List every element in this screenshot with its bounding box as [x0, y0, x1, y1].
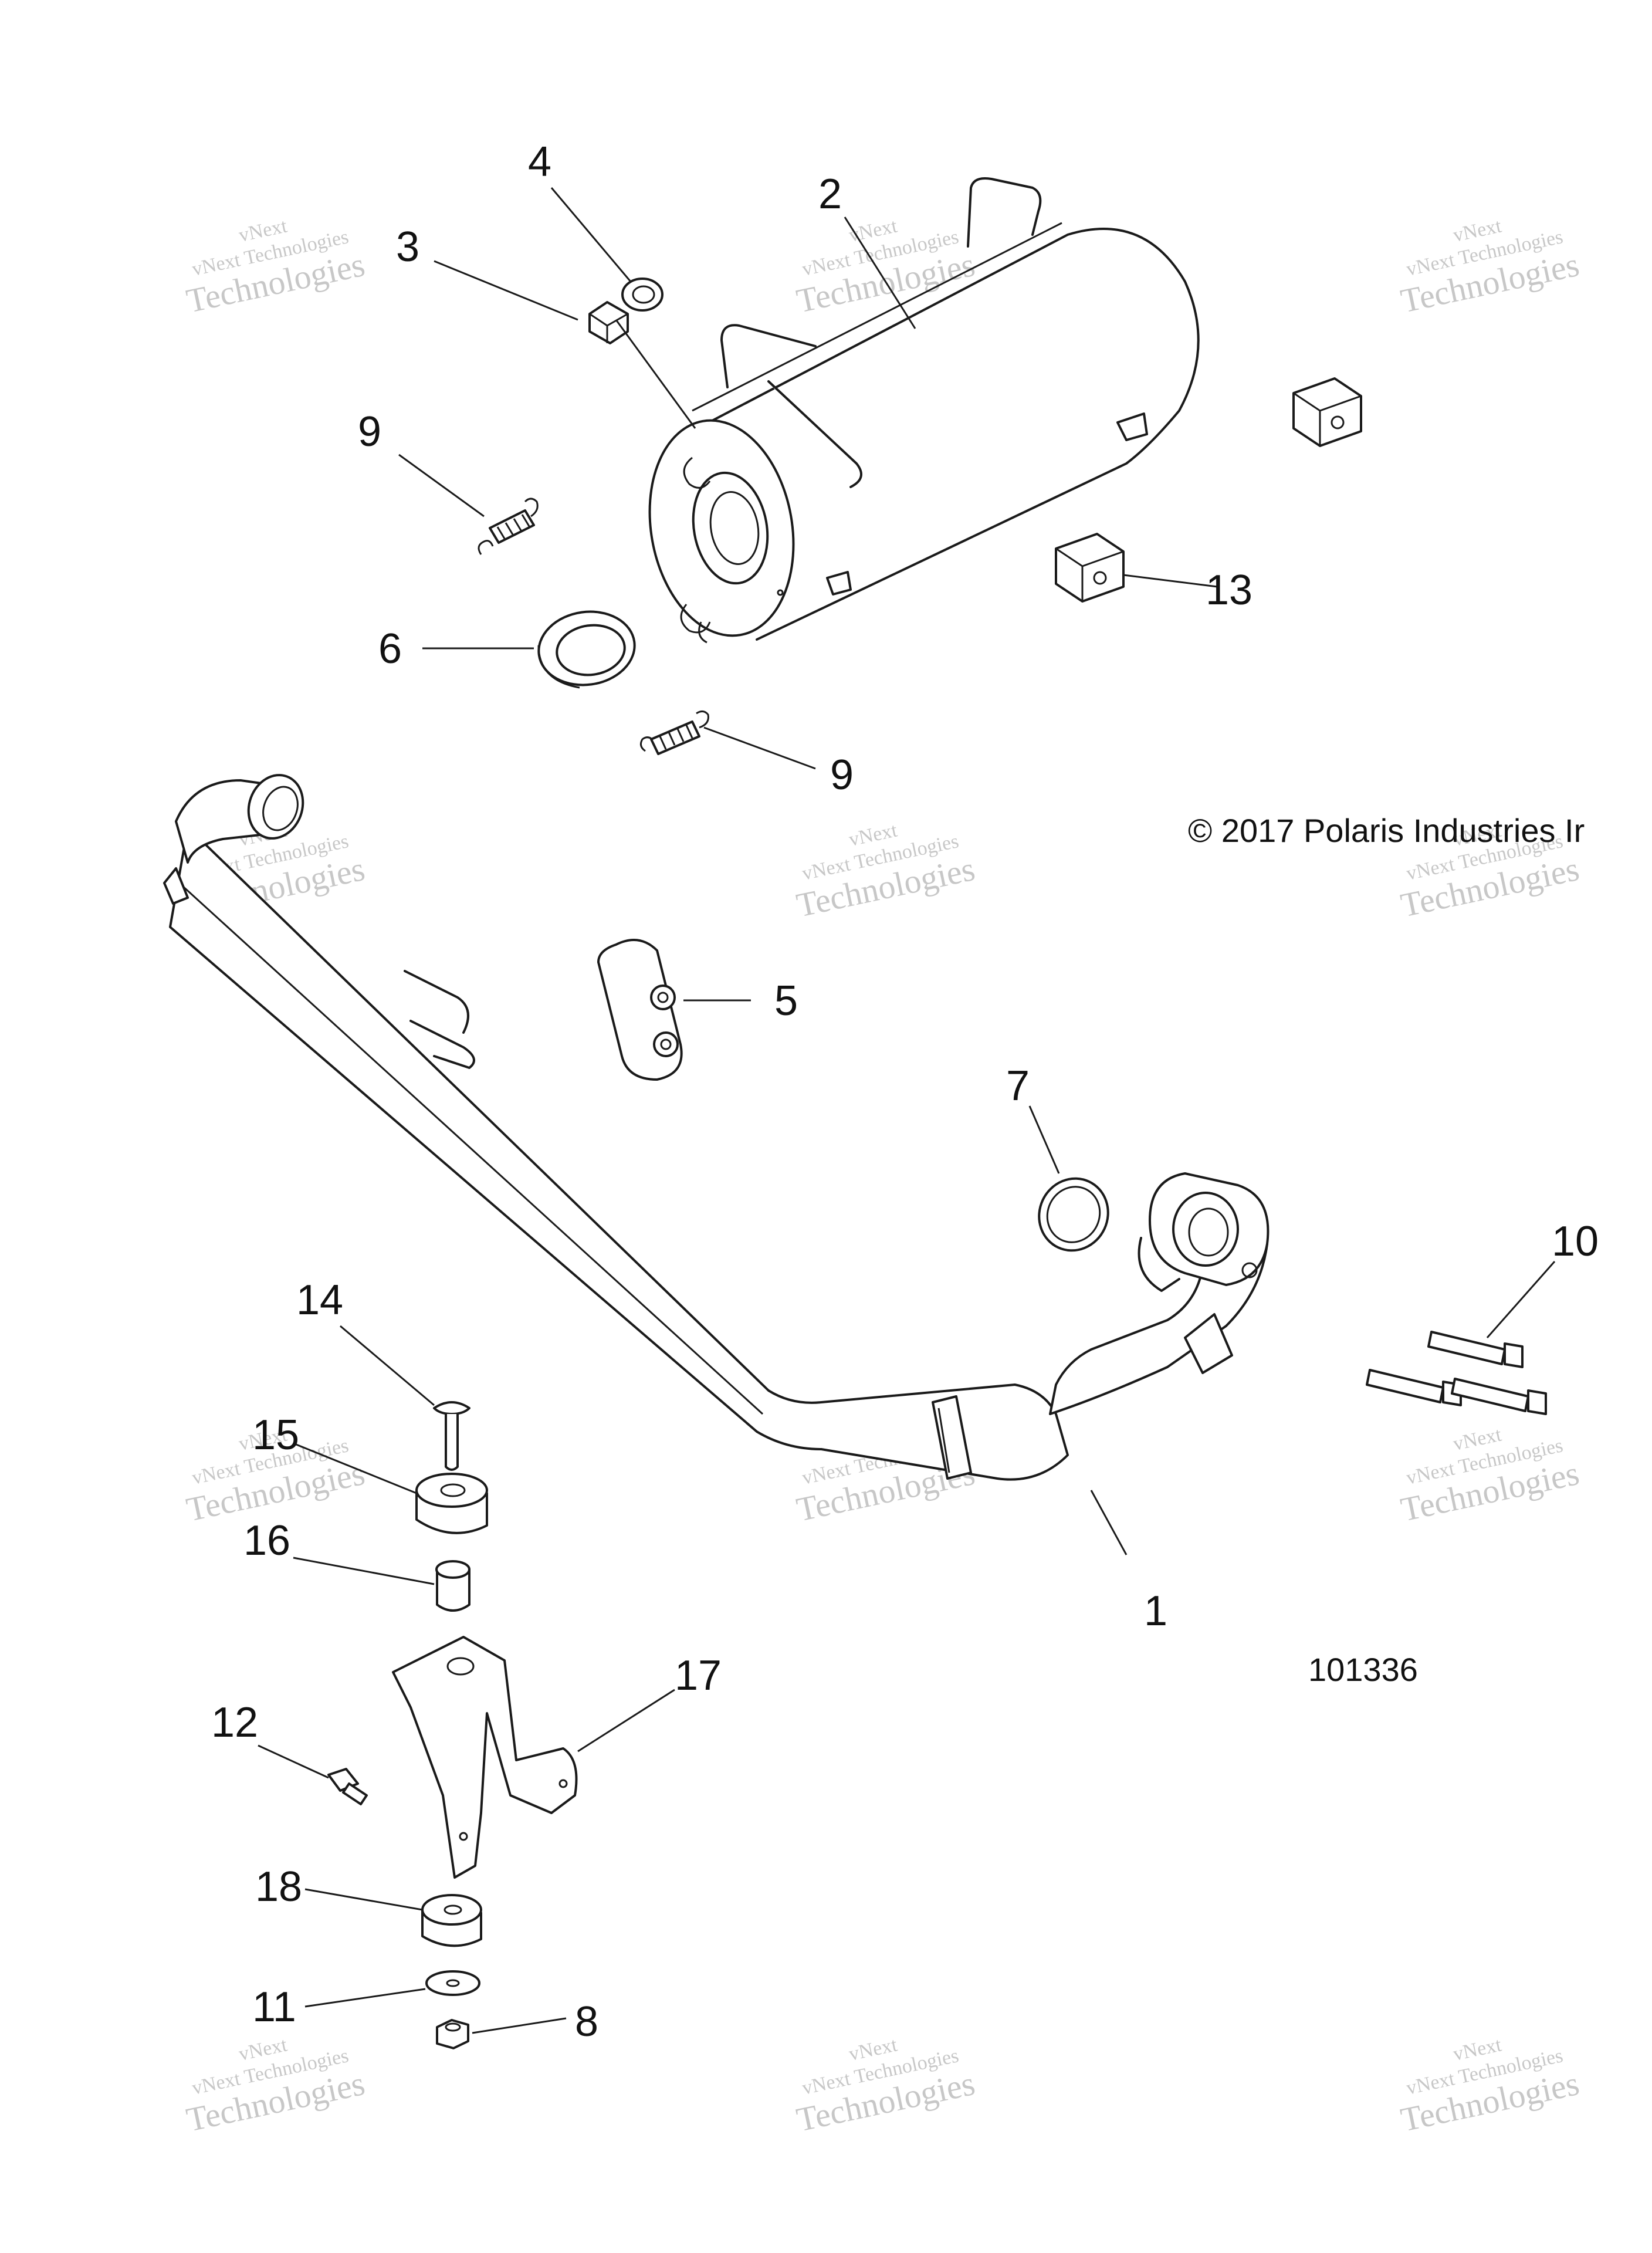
- grommet-part-5[interactable]: [597, 939, 683, 1081]
- bolt-part-12[interactable]: [327, 1768, 368, 1805]
- callout-2: 2: [818, 171, 842, 218]
- callout-8: 8: [575, 1998, 598, 2045]
- watermark: vNext vNext Technologies Technologies: [1397, 2034, 1582, 2139]
- bolts-part-10[interactable]: [1366, 1331, 1547, 1415]
- callout-10: 10: [1552, 1218, 1599, 1265]
- diagram-reference-number: 101336: [1308, 1651, 1418, 1688]
- callout-3: 3: [396, 224, 419, 270]
- callout-6: 6: [378, 625, 402, 672]
- callout-labels: 1 2 3 4 5 6 7 8 9 9 10 11 12 13 14 15 16…: [211, 138, 1599, 2045]
- watermark: vNext vNext Technologies Technologies: [1397, 215, 1582, 320]
- watermark: vNext vNext Technologies Technologies: [183, 215, 368, 320]
- spring-part-9-upper[interactable]: [478, 498, 539, 555]
- copyright-notice: © 2017 Polaris Industries Ir: [1188, 812, 1585, 849]
- pin-part-14[interactable]: [433, 1401, 470, 1471]
- callout-15: 15: [252, 1412, 299, 1459]
- plug-part-3[interactable]: [588, 301, 629, 344]
- callout-11: 11: [252, 1984, 296, 2031]
- spacer-part-16[interactable]: [435, 1560, 470, 1612]
- isolator-part-13[interactable]: [1055, 377, 1362, 603]
- bracket-part-17[interactable]: [392, 1636, 578, 1879]
- callout-9-lower: 9: [830, 752, 854, 799]
- callout-1: 1: [1144, 1588, 1167, 1635]
- callout-4: 4: [528, 138, 551, 185]
- callout-14: 14: [296, 1277, 343, 1324]
- muffler-part-2[interactable]: [634, 177, 1200, 647]
- watermark: vNext vNext Technologies Technologies: [183, 2034, 368, 2139]
- callout-13: 13: [1206, 567, 1252, 614]
- watermark: vNext vNext Technologies Technologies: [1397, 1423, 1582, 1528]
- seal-ring-part-6[interactable]: [534, 605, 639, 691]
- callout-16: 16: [243, 1517, 290, 1564]
- nut-part-8[interactable]: [436, 2019, 469, 2049]
- callout-17: 17: [675, 1652, 722, 1699]
- grommet-part-18[interactable]: [421, 1894, 482, 1947]
- spring-part-9-lower[interactable]: [639, 711, 709, 755]
- callout-18: 18: [255, 1863, 302, 1910]
- callout-12: 12: [211, 1699, 258, 1746]
- callout-9-upper: 9: [358, 408, 381, 455]
- washer-part-11[interactable]: [425, 1970, 480, 1996]
- callout-5: 5: [774, 977, 798, 1024]
- watermark: vNext vNext Technologies Technologies: [793, 819, 978, 924]
- grommet-part-15[interactable]: [415, 1473, 488, 1534]
- gasket-part-4[interactable]: [621, 278, 663, 312]
- gasket-part-7[interactable]: [1027, 1167, 1120, 1261]
- leader-lines: [258, 187, 1556, 2034]
- head-pipe-part-1[interactable]: [163, 767, 1270, 1481]
- watermark: vNext vNext Technologies Technologies: [793, 2034, 978, 2139]
- callout-7: 7: [1006, 1063, 1030, 1109]
